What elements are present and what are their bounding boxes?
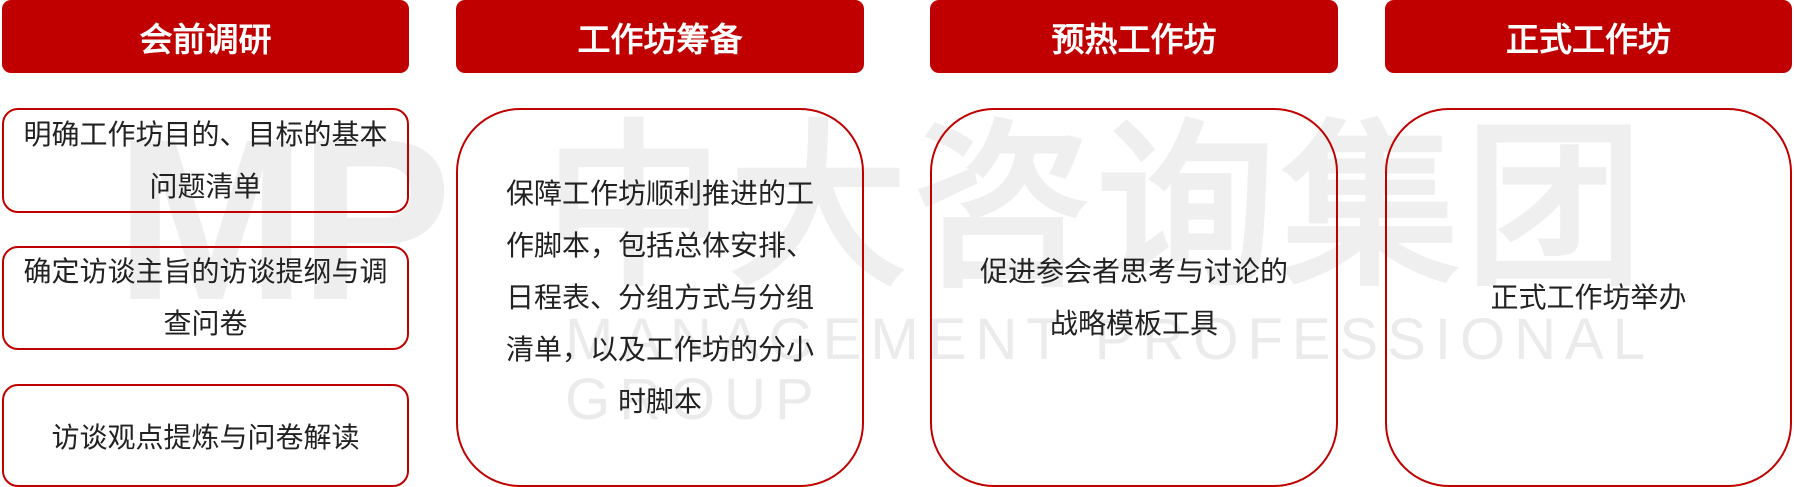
- item-formal-workshop: 正式工作坊举办: [1385, 108, 1792, 487]
- item-interview-outline-text: 确定访谈主旨的访谈提纲与调查问卷: [23, 255, 388, 340]
- item-question-list-text: 明确工作坊目的、目标的基本问题清单: [23, 117, 388, 203]
- item-workshop-script: 保障工作坊顺利推进的工作脚本，包括总体安排、日程表、分组方式与分组清单，以及工作…: [456, 108, 864, 487]
- header-pre-research: 会前调研: [2, 0, 409, 73]
- item-interview-outline: 确定访谈主旨的访谈提纲与调查问卷: [2, 246, 409, 350]
- header-workshop-prep: 工作坊筹备: [456, 0, 864, 73]
- item-interview-analysis-text: 访谈观点提炼与问卷解读: [51, 420, 360, 454]
- item-strategy-template: 促进参会者思考与讨论的战略模板工具: [930, 108, 1338, 487]
- item-formal-workshop-text: 正式工作坊举办: [1490, 280, 1687, 314]
- item-strategy-template-text: 促进参会者思考与讨论的战略模板工具: [979, 254, 1288, 340]
- header-warmup-workshop: 预热工作坊: [930, 0, 1338, 73]
- header-formal-workshop: 正式工作坊: [1385, 0, 1792, 73]
- item-interview-analysis: 访谈观点提炼与问卷解读: [2, 384, 409, 487]
- item-question-list: 明确工作坊目的、目标的基本问题清单: [2, 108, 409, 213]
- item-workshop-script-text: 保障工作坊顺利推进的工作脚本，包括总体安排、日程表、分组方式与分组清单，以及工作…: [505, 176, 814, 418]
